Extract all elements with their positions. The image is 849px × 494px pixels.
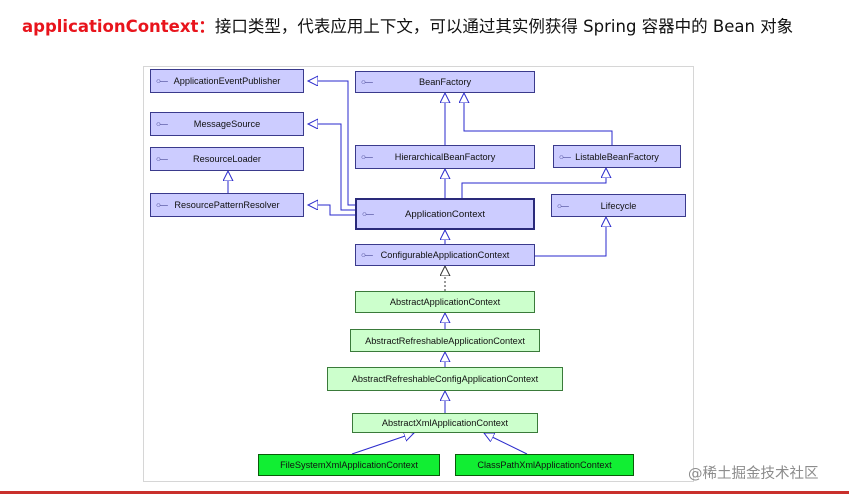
page-title: applicationContext：接口类型，代表应用上下文，可以通过其实例获… <box>22 14 842 40</box>
file-system-xml-application-context-node: FileSystemXmlApplicationContext <box>258 454 440 476</box>
abstract-xml-application-context-node: AbstractXmlApplicationContext <box>352 413 538 433</box>
class-path-xml-application-context-label: ClassPathXmlApplicationContext <box>477 460 612 470</box>
configurable-application-context-label: ConfigurableApplicationContext <box>380 250 510 260</box>
application-event-publisher-label: ApplicationEventPublisher <box>173 76 281 86</box>
abstract-xml-application-context-label: AbstractXmlApplicationContext <box>381 418 509 428</box>
interface-icon: ○— <box>156 119 168 129</box>
resource-pattern-resolver-node: ○— ResourcePatternResolver <box>150 193 304 217</box>
interface-icon: ○— <box>361 77 373 87</box>
message-source-node: ○— MessageSource <box>150 112 304 136</box>
resource-loader-node: ○— ResourceLoader <box>150 147 304 171</box>
title-text: 接口类型，代表应用上下文，可以通过其实例获得 Spring 容器中的 Bean … <box>214 17 794 36</box>
application-event-publisher-node: ○— ApplicationEventPublisher <box>150 69 304 93</box>
connector-lines <box>144 67 613 455</box>
application-context-node: ○— ApplicationContext <box>355 198 535 230</box>
abstract-refreshable-application-context-label: AbstractRefreshableApplicationContext <box>365 335 525 346</box>
abstract-application-context-label: AbstractApplicationContext <box>389 297 501 307</box>
resource-loader-label: ResourceLoader <box>193 154 261 164</box>
interface-icon: ○— <box>362 209 374 219</box>
class-path-xml-application-context-node: ClassPathXmlApplicationContext <box>455 454 634 476</box>
interface-icon: ○— <box>361 250 373 260</box>
abstract-application-context-node: AbstractApplicationContext <box>355 291 535 313</box>
interface-icon: ○— <box>557 201 569 210</box>
abstract-refreshable-config-application-context-node: AbstractRefreshableConfigApplicationCont… <box>327 367 563 391</box>
bottom-divider <box>0 491 849 494</box>
file-system-xml-application-context-label: FileSystemXmlApplicationContext <box>280 460 418 470</box>
listable-bean-factory-node: ○— ListableBeanFactory <box>553 145 681 168</box>
interface-icon: ○— <box>361 152 373 162</box>
watermark: @稀土掘金技术社区 <box>688 466 819 482</box>
interface-icon: ○— <box>156 154 168 164</box>
message-source-label: MessageSource <box>193 119 261 129</box>
lifecycle-node: ○— Lifecycle <box>551 194 686 217</box>
title-keyword: applicationContext： <box>22 17 215 36</box>
hierarchical-bean-factory-node: ○— HierarchicalBeanFactory <box>355 145 535 169</box>
bean-factory-node: ○— BeanFactory <box>355 71 535 93</box>
bean-factory-label: BeanFactory <box>418 77 472 87</box>
configurable-application-context-node: ○— ConfigurableApplicationContext <box>355 244 535 266</box>
resource-pattern-resolver-label: ResourcePatternResolver <box>174 200 280 210</box>
listable-bean-factory-label: ListableBeanFactory <box>575 151 659 162</box>
application-context-label: ApplicationContext <box>405 208 485 220</box>
abstract-refreshable-config-application-context-label: AbstractRefreshableConfigApplicationCont… <box>351 374 539 384</box>
interface-icon: ○— <box>559 152 571 161</box>
lifecycle-label: Lifecycle <box>600 200 637 211</box>
abstract-refreshable-application-context-node: AbstractRefreshableApplicationContext <box>350 329 540 352</box>
class-hierarchy-diagram: ○— ApplicationEventPublisher ○— BeanFactor… <box>143 66 694 482</box>
interface-icon: ○— <box>156 76 168 86</box>
interface-icon: ○— <box>156 200 168 210</box>
hierarchical-bean-factory-label: HierarchicalBeanFactory <box>394 152 496 162</box>
